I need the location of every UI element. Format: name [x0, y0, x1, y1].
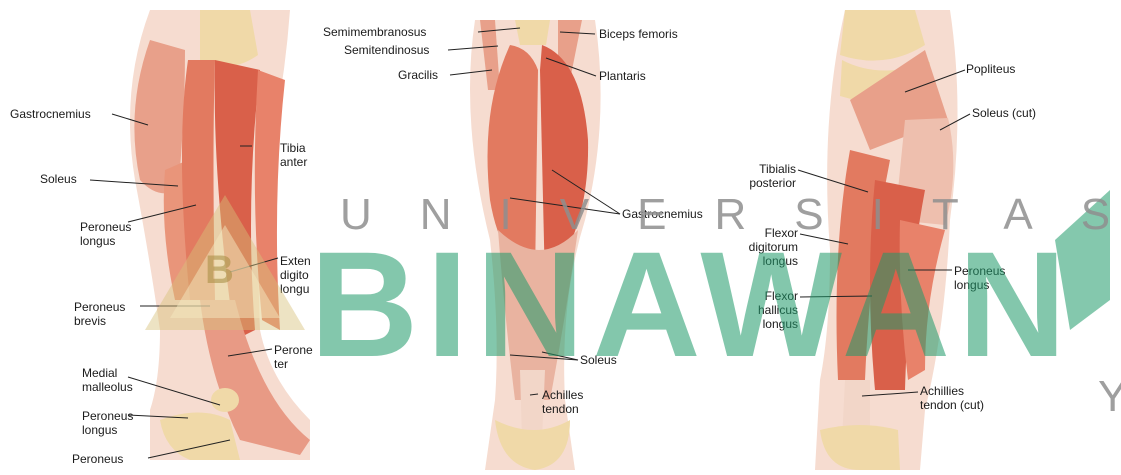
- label-peroneus-longus: Peroneus longus: [80, 220, 131, 248]
- label-semimembranosus: Semimembranosus: [323, 25, 426, 39]
- label-soleus-mid: Soleus: [580, 353, 617, 367]
- label-gastrocnemius: Gastrocnemius: [10, 107, 91, 121]
- label-gastrocnemius-mid: Gastrocnemius: [622, 207, 703, 221]
- label-soleus: Soleus: [40, 172, 77, 186]
- posterior-leg-illustration: [320, 0, 720, 475]
- panel-lateral-view: Gastrocnemius Soleus Peroneus longus Per…: [0, 0, 320, 475]
- lateral-leg-illustration: [0, 0, 320, 475]
- label-extensor-digitorum: Exten digito longu: [280, 254, 311, 296]
- panel-deep-view: Popliteus Soleus (cut) Tibialis posterio…: [720, 0, 1121, 475]
- label-plantaris: Plantaris: [599, 69, 646, 83]
- label-medial-malleolus: Medial malleolus: [82, 366, 133, 394]
- label-flexor-hallicus-longus: Flexor hallicus longus: [738, 289, 798, 331]
- label-achillies-tendon-cut: Achillies tendon (cut): [920, 384, 984, 412]
- label-tibialis-posterior: Tibialis posterior: [738, 162, 796, 190]
- label-peroneus-bottom: Peroneus: [72, 452, 123, 466]
- label-gracilis: Gracilis: [398, 68, 438, 82]
- label-peroneus-brevis: Peroneus brevis: [74, 300, 125, 328]
- label-achilles-tendon: Achilles tendon: [542, 388, 583, 416]
- panel-posterior-view: Semimembranosus Semitendinosus Gracilis …: [320, 0, 720, 475]
- label-semitendinosus: Semitendinosus: [344, 43, 429, 57]
- label-popliteus: Popliteus: [966, 62, 1015, 76]
- label-peroneus-longus-lower: Peroneus longus: [82, 409, 133, 437]
- label-tibialis-anterior: Tibia anter: [280, 141, 307, 169]
- label-soleus-cut: Soleus (cut): [972, 106, 1036, 120]
- label-peroneus-longus-deep: Peroneus longus: [954, 264, 1005, 292]
- label-biceps-femoris: Biceps femoris: [599, 27, 678, 41]
- label-peroneus-tertius: Perone ter: [274, 343, 313, 371]
- label-flexor-digitorum-longus: Flexor digitorum longus: [738, 226, 798, 268]
